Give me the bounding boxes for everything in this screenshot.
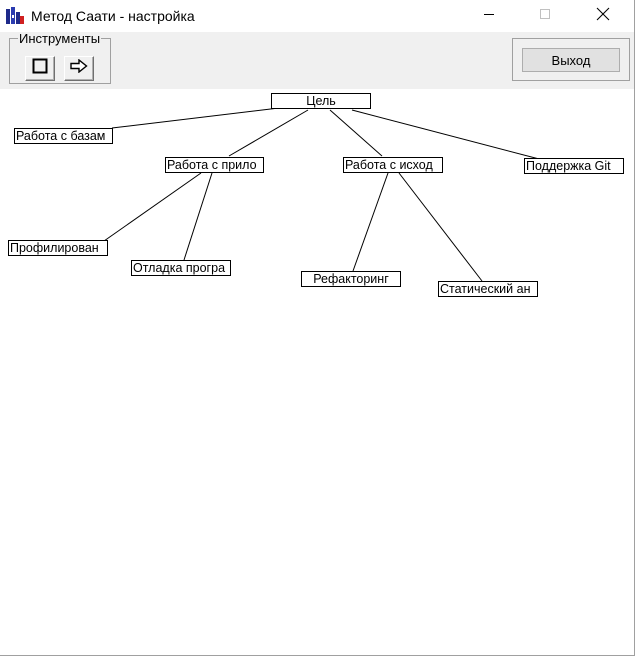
tools-groupbox: Инструменты [9, 32, 111, 84]
alternative-node-2[interactable]: Отладка програ [131, 260, 231, 276]
criterion-node-3[interactable]: Работа с исход [343, 157, 443, 173]
goal-node[interactable]: Цель [271, 93, 371, 109]
connector-criterion-3-alt-4 [398, 172, 483, 282]
title-bar[interactable]: Метод Саати - настройка [0, 0, 634, 32]
connector-goal-criterion-2 [228, 109, 309, 157]
connector-goal-criterion-1 [111, 107, 280, 129]
window-title: Метод Саати - настройка [31, 8, 195, 24]
exit-button-frame: Выход [512, 38, 630, 81]
connector-criterion-3-alt-3 [352, 172, 389, 272]
right-arrow-icon [70, 58, 88, 78]
connector-goal-criterion-3 [329, 109, 383, 157]
toolbar: Инструменты Выход [0, 32, 634, 89]
connector-criterion-2-alt-2 [183, 172, 213, 261]
criterion-node-4[interactable]: Поддержка Git [524, 158, 624, 174]
arrow-tool-button[interactable] [64, 56, 94, 81]
minimize-button[interactable] [466, 0, 512, 32]
hierarchy-connectors [103, 107, 544, 282]
alternative-node-4[interactable]: Статический ан [438, 281, 538, 297]
square-icon [32, 58, 48, 79]
rectangle-tool-button[interactable] [25, 56, 55, 81]
app-hierarchy-icon [6, 7, 24, 25]
maximize-button[interactable] [522, 0, 568, 32]
tools-group-label: Инструменты [18, 31, 102, 46]
alternative-node-1[interactable]: Профилирован [8, 240, 108, 256]
connector-goal-criterion-4 [351, 109, 544, 161]
connector-criterion-2-alt-1 [103, 172, 202, 242]
maximize-icon [539, 7, 551, 25]
exit-button[interactable]: Выход [522, 48, 620, 72]
close-icon [596, 7, 610, 26]
alternative-node-3[interactable]: Рефакторинг [301, 271, 401, 287]
minimize-icon [483, 7, 495, 25]
criterion-node-1[interactable]: Работа с базам [14, 128, 113, 144]
hierarchy-canvas[interactable]: Цель Работа с базам Работа с прило Работ… [7, 89, 634, 655]
criterion-node-2[interactable]: Работа с прило [165, 157, 264, 173]
close-button[interactable] [580, 0, 626, 32]
